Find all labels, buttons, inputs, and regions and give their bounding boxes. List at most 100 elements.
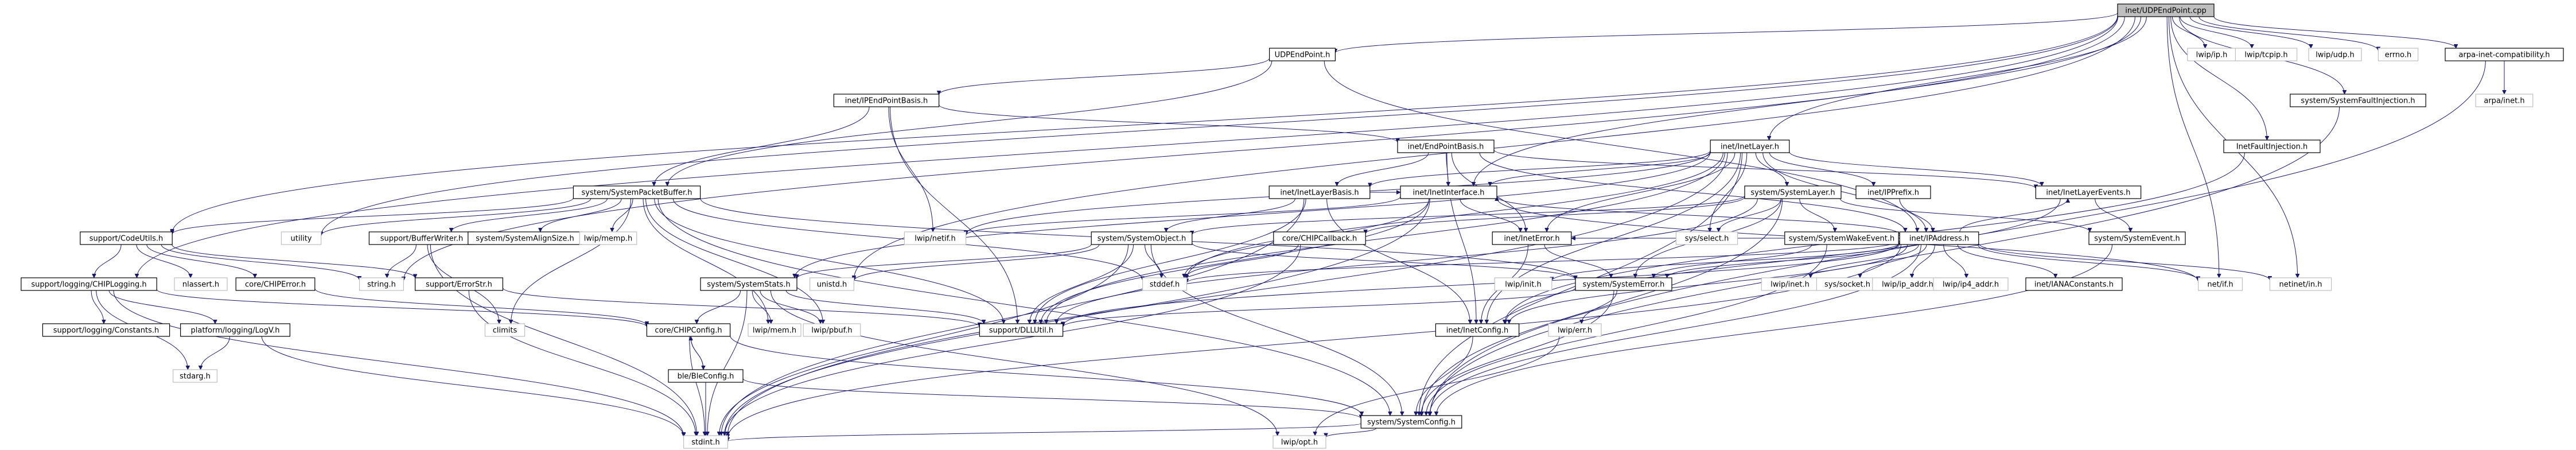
node-root[interactable]: inet/UDPEndPoint.cpp <box>2117 3 2215 17</box>
node-arpa-compat-h[interactable]: arpa-inet-compatibility.h <box>2445 48 2564 61</box>
node-box <box>683 435 728 449</box>
node-box <box>979 323 1064 337</box>
node-inetlayer-h[interactable]: inet/InetLayer.h <box>1710 139 1790 153</box>
edge-errorstr_h-to-dlutil_h <box>502 287 979 327</box>
node-label: support/BufferWriter.h <box>380 235 464 243</box>
node-label: lwip/mem.h <box>753 327 796 335</box>
node-box <box>1400 185 1497 199</box>
edge-ipendpointbasis_h-to-endpointbasis_h <box>939 104 1398 143</box>
node-ineterror-h[interactable]: inet/InetError.h <box>1492 231 1572 245</box>
node-errno-h: errno.h <box>2377 48 2419 61</box>
node-chiplogging-h[interactable]: support/logging/CHIPLogging.h <box>21 277 157 291</box>
node-platform-logv-h[interactable]: platform/logging/LogV.h <box>180 323 291 337</box>
edge-codeutils_h-to-chiplogging_h <box>94 244 122 278</box>
node-sysobject-h[interactable]: system/SystemObject.h <box>1091 231 1193 245</box>
node-lwip-opt-h: lwip/opt.h <box>1273 435 1326 449</box>
node-label: InetFaultInjection.h <box>2236 143 2307 152</box>
edge-chipconfig_h-to-stdint_h <box>689 336 705 436</box>
node-label: climits <box>493 327 517 335</box>
node-inetfaultinj-h[interactable]: InetFaultInjection.h <box>2223 139 2321 153</box>
node-chiperror-h[interactable]: core/CHIPError.h <box>235 277 316 291</box>
node-ipendpointbasis-h[interactable]: inet/IPEndPointBasis.h <box>833 94 940 107</box>
node-sysconfig-h[interactable]: system/SystemConfig.h <box>1360 415 1462 429</box>
edge-ineterror_h-to-syserror_h <box>1544 244 1611 278</box>
node-endpointbasis-h[interactable]: inet/EndPointBasis.h <box>1397 139 1495 153</box>
node-syserror-h[interactable]: system/SystemError.h <box>1575 277 1672 291</box>
edge-inetlayer_h-to-systats_h <box>795 152 1711 278</box>
node-label: inet/UDPEndPoint.cpp <box>2125 7 2206 15</box>
node-sysfaultinj-h[interactable]: system/SystemFaultInjection.h <box>2290 94 2426 107</box>
node-lwip-init-h: lwip/init.h <box>1494 277 1552 291</box>
node-label: stdarg.h <box>180 373 211 381</box>
node-dlutil-h[interactable]: support/DLLUtil.h <box>979 323 1064 337</box>
node-box <box>1933 277 2009 291</box>
node-box <box>700 277 797 291</box>
node-inetconfig-h[interactable]: inet/InetConfig.h <box>1435 323 1520 337</box>
node-syswakeevent-h[interactable]: system/SystemWakeEvent.h <box>1784 231 1899 245</box>
node-label: core/CHIPConfig.h <box>655 327 722 335</box>
node-inetlayerbasis-h[interactable]: inet/InetLayerBasis.h <box>1268 185 1371 199</box>
node-udpendpoint-h[interactable]: UDPEndPoint.h <box>1269 48 1336 61</box>
node-bufferwriter-h[interactable]: support/BufferWriter.h <box>368 231 475 245</box>
edge-chipcallback_h-to-stddef_h <box>1186 244 1299 278</box>
edge-syspacketbuffer_h-to-utility <box>321 198 592 236</box>
node-errorstr-h[interactable]: support/ErrorStr.h <box>414 277 503 291</box>
node-box <box>1855 185 1931 199</box>
edge-root-to-lwip_udp_h <box>2189 16 2311 49</box>
node-label: lwip/memp.h <box>584 235 632 243</box>
node-label: lwip/err.h <box>1558 327 1592 335</box>
node-label: inet/IPEndPointBasis.h <box>845 97 928 106</box>
edge-ipaddress_h-to-lwip_ip_addr_h <box>1912 244 1935 278</box>
node-sysalignsize-h[interactable]: system/SystemAlignSize.h <box>468 231 582 245</box>
edge-syslayer_h-to-sys_select_h <box>1719 198 1781 232</box>
edge-root-to-codeutils_h <box>172 15 2118 233</box>
node-label: system/SystemError.h <box>1583 281 1665 289</box>
node-label: lwip/ip.h <box>2196 51 2228 60</box>
edge-syslayer_h-to-sysconfig_h <box>1422 198 1783 416</box>
node-ipprefix-h[interactable]: inet/IPPrefix.h <box>1855 185 1931 199</box>
edge-syspacketbuffer_h-to-dlutil_h <box>654 198 1004 324</box>
node-bleconfig-h[interactable]: ble/BleConfig.h <box>668 369 744 383</box>
node-sysevent-h[interactable]: system/SystemEvent.h <box>2088 231 2186 245</box>
node-codeutils-h[interactable]: support/CodeUtils.h <box>80 231 173 245</box>
node-label: utility <box>291 235 312 243</box>
edge-syspacketbuffer_h-to-bufferwriter_h <box>452 198 608 232</box>
node-box <box>748 323 801 337</box>
node-stdarg-h: stdarg.h <box>173 369 218 383</box>
node-ianaconstants-h[interactable]: inet/IANAConstants.h <box>2025 277 2123 291</box>
node-nlassert-h: nlassert.h <box>174 277 228 291</box>
edge-systats_h-to-lwip_opt_h <box>770 290 1277 436</box>
node-label: system/SystemPacketBuffer.h <box>581 189 692 197</box>
edge-syserror_h-to-dlutil_h <box>1063 288 1576 327</box>
node-box <box>1091 231 1193 245</box>
node-box <box>174 277 228 291</box>
node-label: system/SystemEvent.h <box>2094 235 2180 243</box>
node-box <box>573 185 701 199</box>
node-systats-h[interactable]: system/SystemStats.h <box>700 277 797 291</box>
node-box <box>484 323 526 337</box>
node-box <box>803 323 861 337</box>
node-syslayer-h[interactable]: system/SystemLayer.h <box>1744 185 1842 199</box>
node-inetlayerevents-h[interactable]: inet/InetLayerEvents.h <box>2035 185 2142 199</box>
node-climits: climits <box>484 323 526 337</box>
node-inetinterface-h[interactable]: inet/InetInterface.h <box>1400 185 1497 199</box>
node-label: inet/InetLayer.h <box>1721 143 1779 152</box>
node-box <box>2088 231 2186 245</box>
edge-root-to-net_if_h <box>2166 16 2219 278</box>
node-ipaddress-h[interactable]: inet/IPAddress.h <box>1899 231 1979 245</box>
node-chipcallback-h[interactable]: core/CHIPCallback.h <box>1273 231 1366 245</box>
node-label: lwip/opt.h <box>1281 439 1318 447</box>
node-label: string.h <box>367 281 396 289</box>
node-chipconfig-h[interactable]: core/CHIPConfig.h <box>646 323 731 337</box>
node-syspacketbuffer-h[interactable]: system/SystemPacketBuffer.h <box>573 185 701 199</box>
edge-chiperror_h-to-chipconfig_h <box>314 288 647 326</box>
edge-root-to-inetfaultinj_h <box>2170 16 2267 140</box>
node-lwip-pbuf-h: lwip/pbuf.h <box>803 323 861 337</box>
node-label: lwip/udp.h <box>2316 51 2355 60</box>
node-lwip-netif-h: lwip/netif.h <box>904 231 967 245</box>
node-label: lwip/ip4_addr.h <box>1943 281 1999 289</box>
edge-syswakeevent_h-to-sysconfig_h <box>1426 244 1827 416</box>
edge-chiplogging_h-to-platform_logv_h <box>108 290 215 324</box>
node-loggingconstants-h[interactable]: support/logging/Constants.h <box>42 323 170 337</box>
